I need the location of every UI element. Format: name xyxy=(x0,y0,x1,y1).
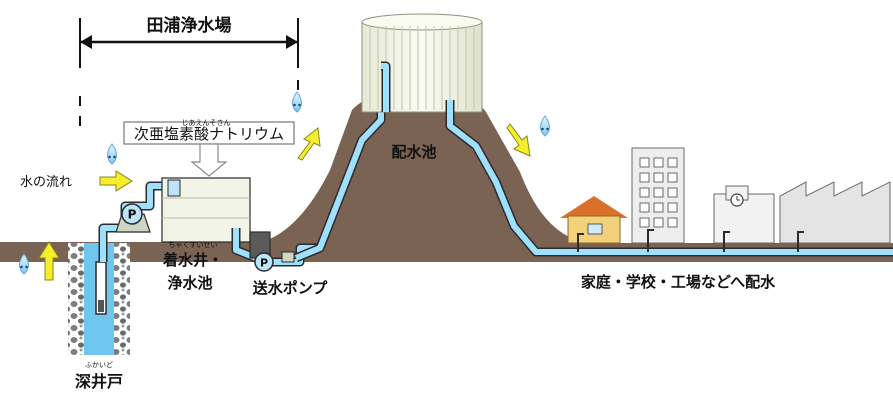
water-droplet-icon xyxy=(540,115,550,137)
plant-title: 田浦浄水場 xyxy=(147,15,232,36)
building-window xyxy=(639,157,650,168)
building-window xyxy=(639,217,650,228)
well-ruby: ふかいど xyxy=(85,361,113,369)
water-droplets xyxy=(19,91,550,275)
send-pump: P xyxy=(231,228,320,272)
chemical-callout xyxy=(123,121,295,177)
apartment-building xyxy=(631,147,685,244)
building-window xyxy=(667,157,678,168)
flow-arrow-up-well xyxy=(38,241,60,281)
pump-label: 送水ポンプ xyxy=(252,279,329,297)
house xyxy=(560,196,628,244)
water-droplet-icon xyxy=(19,253,29,275)
ground-and-hill xyxy=(0,88,893,262)
building-window xyxy=(653,172,664,183)
pump-symbol: P xyxy=(128,208,137,222)
well-pump: P xyxy=(115,203,151,233)
flow-arrow-right xyxy=(99,170,133,192)
building-window xyxy=(653,187,664,198)
building-window xyxy=(667,172,678,183)
chemical-ruby: じあえんそさん xyxy=(182,119,231,127)
well-label: 深井戸 xyxy=(75,372,123,391)
water-droplet-icon xyxy=(292,91,302,113)
building-window xyxy=(639,187,650,198)
outlet-pipe xyxy=(447,100,893,255)
chemical-label: 次亜塩素酸ナトリウム xyxy=(134,125,284,143)
send-pump-symbol: P xyxy=(260,257,268,270)
distribution-label: 家庭・学校・工場などへ配水 xyxy=(581,273,776,291)
faucets xyxy=(577,229,804,252)
flow-arrow-up-hill xyxy=(297,127,321,161)
settling-ruby: ちゃくすいせい xyxy=(169,241,218,249)
building-window xyxy=(639,172,650,183)
flow-label: 水の流れ xyxy=(20,175,72,190)
building-window xyxy=(667,202,678,213)
building-window xyxy=(639,202,650,213)
treatment-tank xyxy=(161,177,251,243)
settling-label-1: 着水井・ xyxy=(162,251,223,269)
flow-arrows xyxy=(38,123,531,281)
reservoir-tank xyxy=(361,13,483,113)
building-window xyxy=(653,202,664,213)
water-droplet-icon xyxy=(107,143,117,165)
building-window xyxy=(667,187,678,198)
reservoir-label: 配水池 xyxy=(391,143,436,161)
plant-extent-bracket xyxy=(79,18,299,126)
factory xyxy=(779,181,891,244)
building-window xyxy=(653,157,664,168)
settling-label-2: 浄水池 xyxy=(167,274,212,292)
inlet-pipe xyxy=(381,63,389,112)
building-window xyxy=(667,217,678,228)
flow-arrow-down-hill xyxy=(506,123,531,157)
building-window xyxy=(653,217,664,228)
